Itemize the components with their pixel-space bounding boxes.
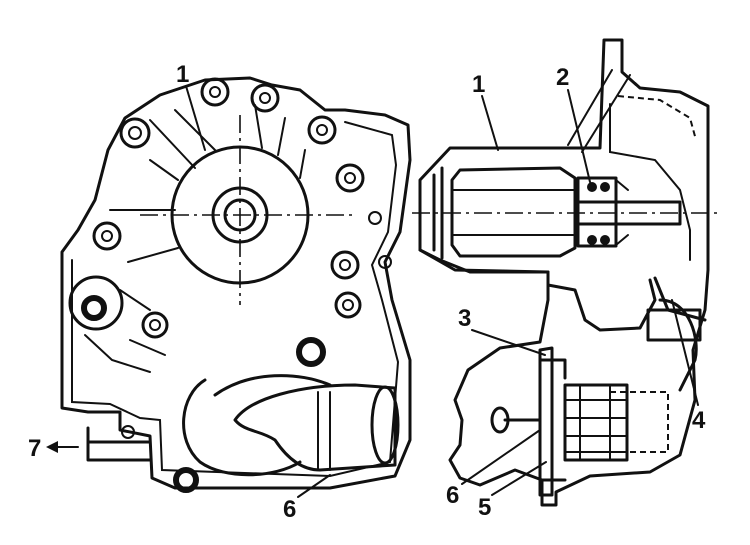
callout-left-7: 7 <box>28 435 41 462</box>
lower-oring <box>173 467 199 493</box>
right-callouts: 1 2 3 4 6 5 <box>446 64 706 521</box>
hose-neck <box>233 383 397 472</box>
callout-right-3: 3 <box>458 305 471 332</box>
callout-left-1: 1 <box>176 61 189 88</box>
callout-right-2: 2 <box>556 64 569 91</box>
left-oring <box>81 295 107 321</box>
callout-left-6: 6 <box>283 496 296 523</box>
callout-right-1: 1 <box>472 71 485 98</box>
section-view <box>412 38 720 507</box>
upper-oring <box>296 337 326 367</box>
bolt-bosses <box>92 77 392 439</box>
pump-ribs <box>109 104 306 263</box>
front-housing-outline <box>60 76 412 490</box>
flow-arrow-icon <box>46 441 79 453</box>
front-view <box>60 76 412 493</box>
callout-right-6: 6 <box>446 482 459 509</box>
callout-right-4: 4 <box>692 407 706 434</box>
left-boss <box>68 275 124 331</box>
thermostat <box>490 346 669 497</box>
pump-rotor <box>450 166 577 258</box>
outlet-housing <box>182 378 302 477</box>
left-callouts: 1 6 7 <box>28 61 331 523</box>
callout-right-5: 5 <box>478 494 491 521</box>
bearing <box>576 176 629 248</box>
section-block-outline <box>418 38 710 507</box>
section-cavity <box>617 95 697 141</box>
